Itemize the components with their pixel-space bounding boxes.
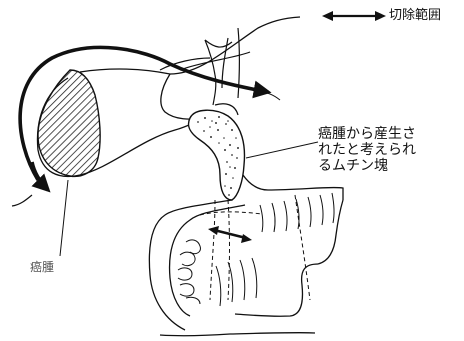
tumor-label: 癌腫	[30, 261, 54, 275]
legend-resection-label: 切除範囲	[389, 9, 441, 24]
lower-resection-arrow-icon	[208, 226, 252, 243]
duodenum-outline	[149, 175, 343, 336]
upper-small-line	[260, 92, 280, 100]
mucin-leader-line	[246, 142, 318, 158]
tumor-mass	[38, 70, 100, 176]
mucin-label-line-3: るムチン塊	[318, 158, 416, 174]
mucosal-folds	[178, 193, 334, 306]
legend-resection-arrow-icon	[322, 11, 386, 21]
tumor-leader-line	[60, 180, 68, 256]
vessel-structures	[160, 28, 250, 115]
left-tissue-line	[12, 195, 32, 206]
mucin-clump-label: 癌腫から産生さ れたと考えられ るムチン塊	[318, 126, 416, 174]
mucin-label-line-2: れたと考えられ	[318, 142, 416, 158]
mucin-label-line-1: 癌腫から産生さ	[318, 126, 416, 142]
